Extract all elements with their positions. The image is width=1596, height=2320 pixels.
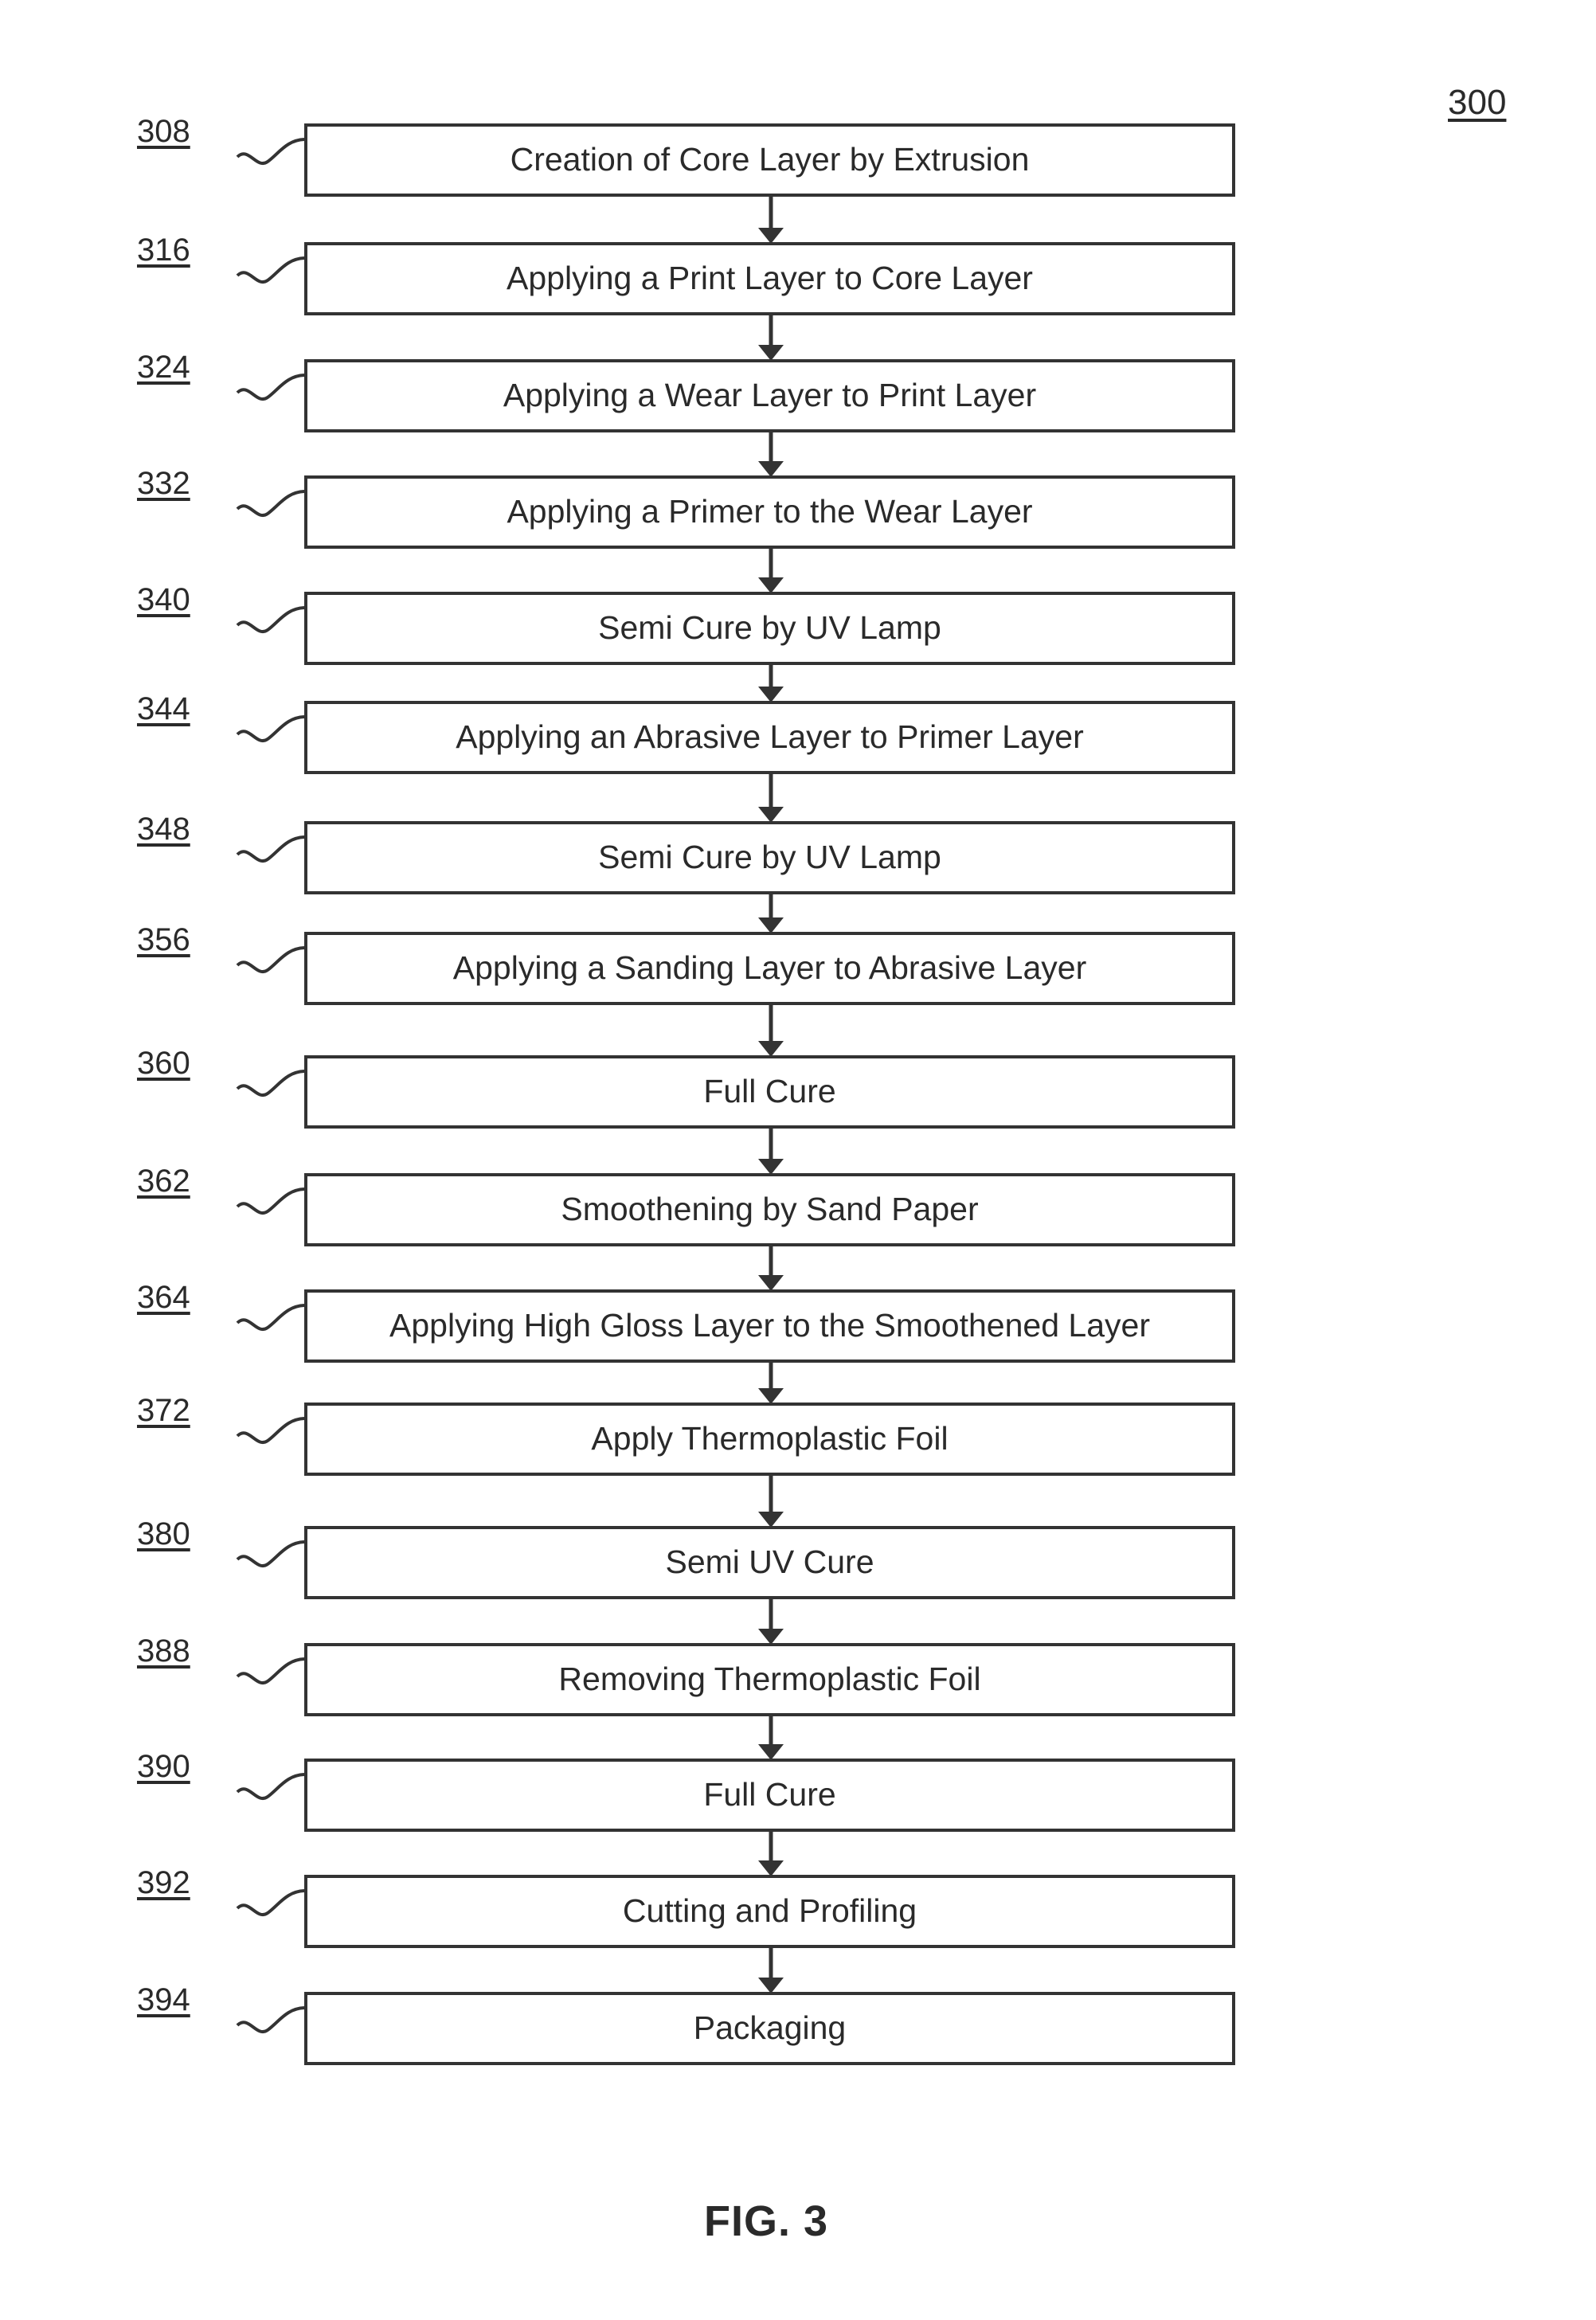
step-number: 324 xyxy=(137,350,190,385)
step-number: 348 xyxy=(137,812,190,847)
leader-line xyxy=(236,490,307,517)
step-label: Cutting and Profiling xyxy=(622,1892,917,1929)
flow-arrow-head xyxy=(758,228,784,244)
flow-arrow-head xyxy=(758,461,784,477)
step-number: 392 xyxy=(137,1865,190,1900)
step-label: Applying a Print Layer to Core Layer xyxy=(507,260,1033,296)
flow-arrow-head xyxy=(758,1860,784,1876)
step-label: Semi UV Cure xyxy=(665,1543,874,1580)
step-number: 340 xyxy=(137,582,190,617)
step-number: 388 xyxy=(137,1633,190,1669)
step-box xyxy=(304,359,1235,432)
step-label: Applying a Primer to the Wear Layer xyxy=(507,493,1033,530)
flow-arrow-head xyxy=(758,1512,784,1528)
step-number: 362 xyxy=(137,1164,190,1199)
flow-arrow-head xyxy=(758,1388,784,1404)
step-label: Creation of Core Layer by Extrusion xyxy=(510,141,1030,178)
figure-label: FIG. 3 xyxy=(704,2197,829,2245)
step-label: Smoothening by Sand Paper xyxy=(561,1191,979,1227)
step-number: 364 xyxy=(137,1280,190,1315)
leader-line xyxy=(236,374,307,401)
step-label: Removing Thermoplastic Foil xyxy=(558,1661,981,1697)
flow-arrow-head xyxy=(758,917,784,933)
leader-line xyxy=(236,1657,307,1684)
step-number: 360 xyxy=(137,1046,190,1081)
flow-arrow-head xyxy=(758,345,784,361)
step-number: 344 xyxy=(137,691,190,726)
step-number: 308 xyxy=(137,114,190,149)
step-number: 394 xyxy=(137,1982,190,2017)
leader-line xyxy=(236,835,307,863)
step-number: 380 xyxy=(137,1516,190,1551)
leader-line xyxy=(236,715,307,742)
step-box xyxy=(304,592,1235,665)
step-number: 316 xyxy=(137,233,190,268)
step-label: Semi Cure by UV Lamp xyxy=(598,839,941,875)
flow-arrow-head xyxy=(758,1041,784,1057)
step-box xyxy=(304,123,1235,197)
leader-line xyxy=(236,946,307,973)
step-box xyxy=(304,242,1235,315)
step-box xyxy=(304,932,1235,1005)
flow-arrow-head xyxy=(758,577,784,593)
flow-arrow-head xyxy=(758,1275,784,1291)
leader-line xyxy=(236,138,307,165)
leader-line xyxy=(236,2006,307,2033)
step-number: 372 xyxy=(137,1393,190,1428)
step-label: Apply Thermoplastic Foil xyxy=(591,1420,949,1457)
flow-arrow-head xyxy=(758,1159,784,1175)
step-number: 332 xyxy=(137,466,190,501)
step-label: Packaging xyxy=(693,2009,847,2046)
step-label: Applying a Wear Layer to Print Layer xyxy=(503,377,1037,413)
step-box xyxy=(304,1643,1235,1716)
step-number: 356 xyxy=(137,922,190,957)
leader-line xyxy=(236,1540,307,1567)
leader-line xyxy=(236,1417,307,1444)
step-box xyxy=(304,1759,1235,1832)
step-box xyxy=(304,1403,1235,1476)
leader-line xyxy=(236,1889,307,1916)
step-label: Applying a Sanding Layer to Abrasive Lay… xyxy=(452,949,1087,986)
step-box xyxy=(304,701,1235,774)
leader-line xyxy=(236,606,307,633)
leader-line xyxy=(236,256,307,284)
step-number: 390 xyxy=(137,1749,190,1784)
leader-line xyxy=(236,1304,307,1331)
step-label: Applying an Abrasive Layer to Primer Lay… xyxy=(456,718,1084,755)
flow-arrow-head xyxy=(758,1629,784,1645)
flow-arrow-head xyxy=(758,807,784,823)
step-label: Full Cure xyxy=(703,1776,836,1813)
step-box xyxy=(304,1992,1235,2065)
figure-reference-number: 300 xyxy=(1448,83,1507,122)
leader-line xyxy=(236,1070,307,1097)
step-box xyxy=(304,821,1235,894)
flow-arrow-head xyxy=(758,1744,784,1760)
leader-line xyxy=(236,1187,307,1215)
step-label: Applying High Gloss Layer to the Smoothe… xyxy=(389,1307,1150,1344)
step-label: Semi Cure by UV Lamp xyxy=(598,609,941,646)
leader-line xyxy=(236,1773,307,1800)
flow-arrow-head xyxy=(758,1978,784,1993)
step-label: Full Cure xyxy=(703,1073,836,1109)
flow-arrow-head xyxy=(758,687,784,702)
